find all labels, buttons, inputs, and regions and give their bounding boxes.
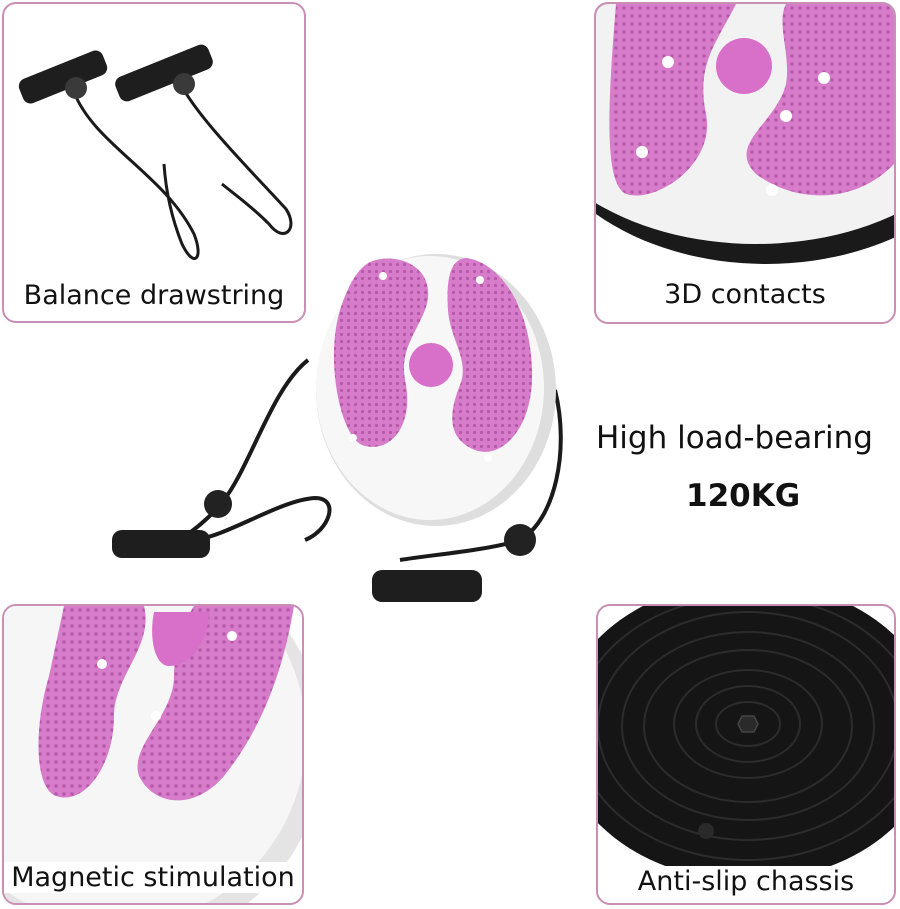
- anti-slip-base-icon: [598, 606, 894, 881]
- magnetic-plate-icon: [4, 606, 302, 903]
- load-label: High load-bearing: [596, 420, 873, 456]
- load-value: 120KG: [686, 478, 801, 514]
- 3d-contacts-card: 3D contacts: [594, 2, 896, 324]
- twist-disc-product: [112, 254, 563, 602]
- resistance-band-handles-icon: [18, 44, 293, 260]
- magnetic-stimulation-card: Magnetic stimulation: [2, 604, 304, 905]
- magnetic-stimulation-caption: Magnetic stimulation: [4, 862, 302, 893]
- 3d-contacts-caption: 3D contacts: [596, 279, 894, 310]
- massage-contacts-icon: [596, 4, 894, 264]
- anti-slip-chassis-card: Anti-slip chassis: [596, 604, 896, 905]
- balance-drawstring-caption: Balance drawstring: [4, 280, 304, 311]
- balance-drawstring-card: Balance drawstring: [2, 2, 306, 323]
- anti-slip-chassis-caption: Anti-slip chassis: [598, 866, 894, 897]
